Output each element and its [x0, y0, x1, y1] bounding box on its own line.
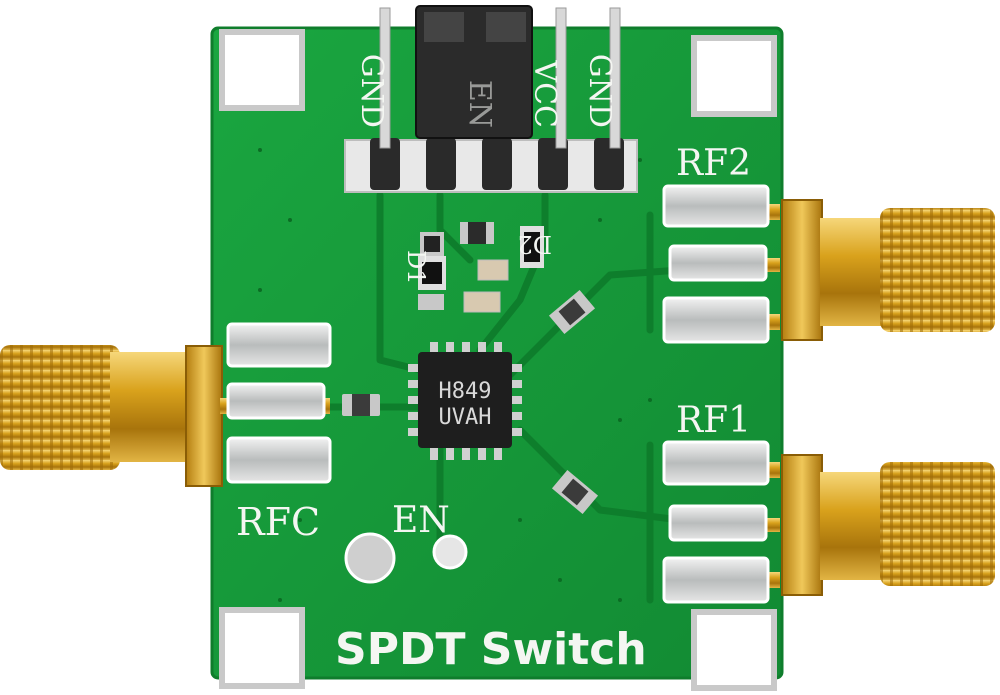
label-en: EN	[392, 500, 450, 541]
label-rfc: RFC	[236, 500, 320, 544]
switch-ic: H849 UVAH	[408, 342, 522, 460]
header-label-vcc: VCC	[527, 59, 562, 128]
label-rf2: RF2	[676, 143, 751, 184]
header-label-gnd-1: GND	[354, 54, 389, 128]
chip-marking-line2: UVAH	[439, 405, 492, 430]
en-solder-point	[432, 534, 468, 570]
header-pin-labels: GND EN VCC GND	[354, 54, 617, 128]
sma-connector-rfc	[0, 345, 330, 487]
mounting-hole-bottom-left	[219, 607, 305, 689]
pcb-traces	[296, 191, 684, 604]
mounting-hole-top-right	[691, 35, 777, 117]
label-rf1: RF1	[676, 400, 751, 441]
chip-marking-line1: H849	[439, 379, 492, 404]
en-large-pad	[344, 532, 396, 584]
smd-components	[342, 222, 599, 515]
label-d1: D1	[402, 250, 430, 285]
silkscreen-labels: RF2 RF1 RFC EN D1 D2 SPDT Switch	[236, 143, 751, 675]
mounting-hole-bottom-right	[691, 609, 777, 691]
mounting-hole-top-left	[219, 29, 305, 111]
pin-header: GND EN VCC GND	[344, 5, 638, 193]
en-test-points	[344, 532, 468, 584]
vias	[258, 148, 652, 602]
label-d2: D2	[517, 230, 552, 258]
header-label-en: EN	[462, 80, 497, 128]
board-title: SPDT Switch	[335, 624, 647, 675]
solder-pads	[226, 184, 770, 604]
header-label-gnd-2: GND	[582, 54, 617, 128]
